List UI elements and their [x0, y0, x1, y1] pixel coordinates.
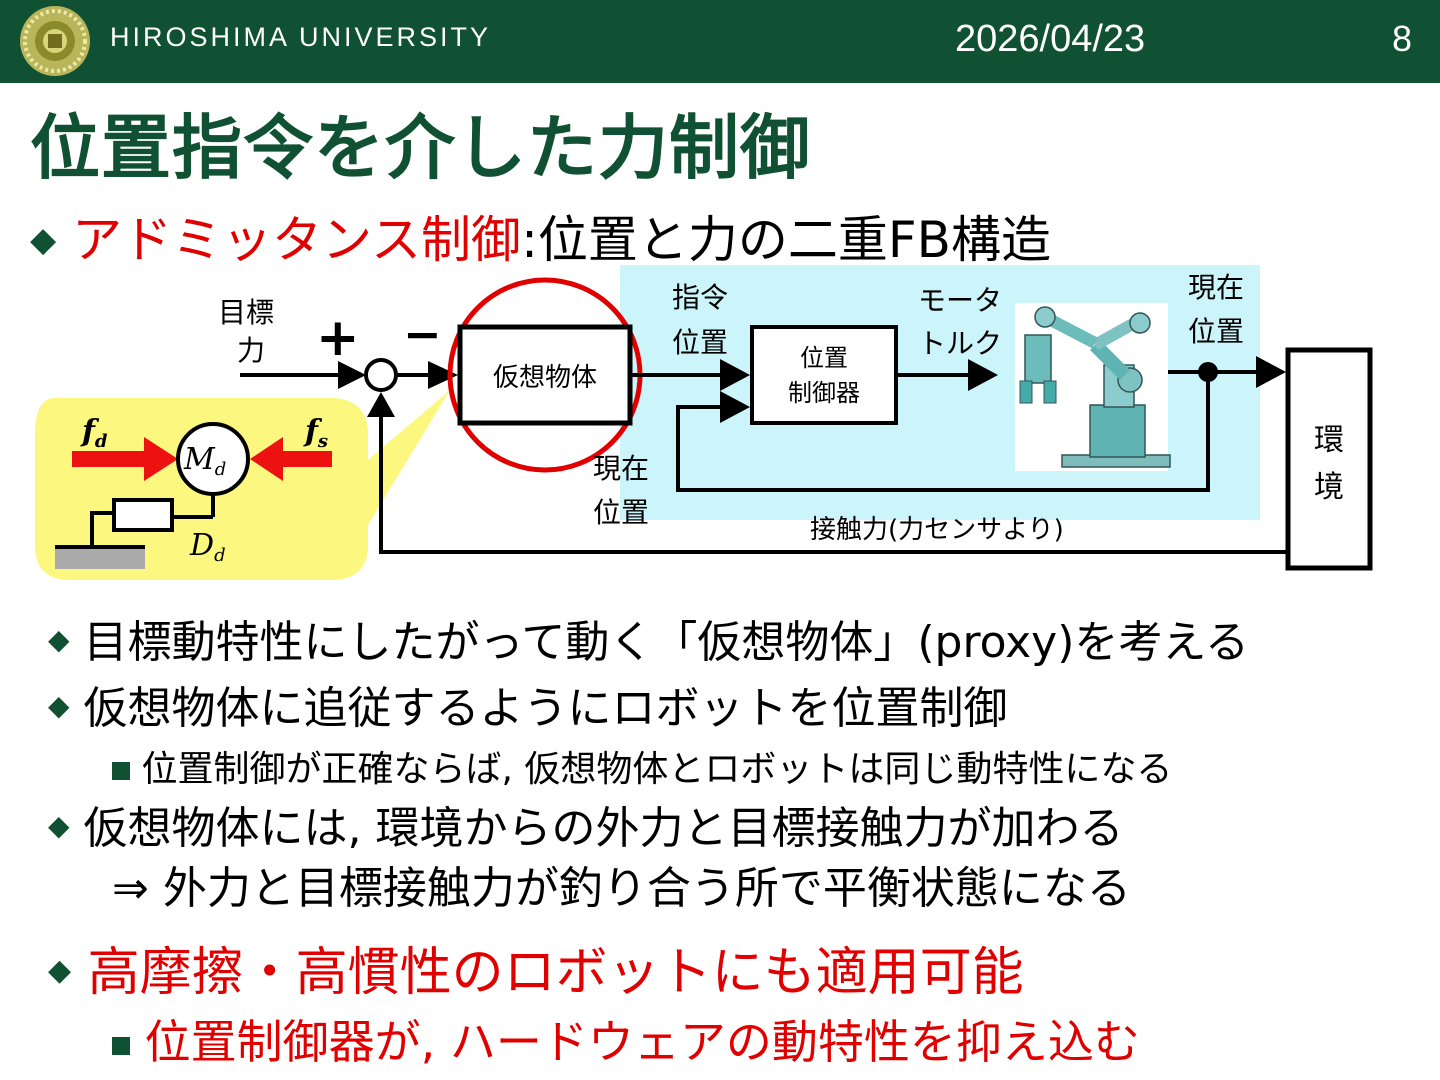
virtual-object-block	[457, 324, 633, 426]
main-point-rest: :位置と力の二重FB構造	[521, 211, 1051, 269]
header-bar: HIROSHIMA UNIVERSITY 2026/04/23 8	[0, 0, 1440, 83]
university-name: HIROSHIMA UNIVERSITY	[110, 22, 492, 52]
red-bullet: ◆ 高摩擦・高慣性のロボットにも適用可能	[48, 930, 1024, 1005]
outer-feedback-arrow-head	[367, 392, 395, 417]
motor-label-1: モータ	[918, 284, 1002, 317]
robot-arm-image	[1015, 303, 1171, 471]
environment-label-2: 境	[1314, 470, 1344, 505]
square-bullet-icon	[112, 762, 130, 780]
university-logo	[20, 6, 90, 76]
minus-sign: −	[403, 307, 442, 361]
red-bullet-sub-text: 位置制御器が, ハードウェアの動特性を抑え込む	[144, 1015, 1140, 1069]
red-bullet-sub: 位置制御器が, ハードウェアの動特性を抑え込む	[112, 1006, 1140, 1072]
position-controller-block	[750, 325, 898, 425]
cur-pos-fb-label-2: 位置	[593, 496, 649, 529]
input-label-2: 力	[237, 334, 265, 367]
red-bullet-text: 高摩擦・高慣性のロボットにも適用可能	[87, 943, 1024, 1003]
bullet-3-continuation: ⇒ 外力と目標接触力が釣り合う所で平衡状態になる	[112, 863, 1131, 914]
fd-force-arrow-icon	[72, 451, 147, 467]
pos-ctrl-label-1: 位置	[800, 344, 848, 372]
bullet-3-text: 仮想物体には, 環境からの外力と目標接触力が加わる	[83, 803, 1124, 854]
mass-label: Md	[183, 442, 226, 480]
cur-pos-top-label-1: 現在	[1188, 271, 1244, 304]
contact-force-label: 接触力(力センサより)	[810, 515, 1064, 545]
junction-out-arrow	[428, 361, 458, 389]
damper-body	[112, 498, 174, 532]
slide-date: 2026/04/23	[955, 18, 1146, 60]
diamond-bullet-icon: ◆	[48, 689, 70, 722]
inset-pointer	[368, 390, 450, 525]
plus-sign: +	[316, 308, 360, 368]
bullet-2-text: 仮想物体に追従するようにロボットを位置制御	[83, 683, 1008, 734]
environment-block	[1285, 347, 1373, 571]
slide-title: 位置指令を介した力制御	[30, 107, 811, 189]
torque-arrow-head	[968, 359, 998, 391]
pos-ctrl-label-2: 制御器	[788, 379, 860, 407]
input-arrow-head	[338, 361, 366, 389]
ground-hatch	[55, 549, 145, 569]
diamond-bullet-icon: ◆	[30, 220, 57, 260]
cur-pos-fb-label-1: 現在	[593, 452, 649, 485]
bullet-2-sub: 位置制御が正確ならば, 仮想物体とロボットは同じ動特性になる	[112, 740, 1172, 792]
main-point-highlight: アドミッタンス制御	[72, 211, 522, 269]
main-point: ◆ アドミッタンス制御:位置と力の二重FB構造	[30, 200, 1051, 272]
diamond-bullet-icon: ◆	[48, 809, 70, 842]
cur-pos-top-label-2: 位置	[1188, 315, 1244, 348]
bullet-1: ◆ 目標動特性にしたがって動く「仮想物体」(proxy)を考える	[48, 606, 1249, 670]
page-number: 8	[1392, 18, 1413, 59]
mass-damper-model: fd fs Md Dd	[55, 414, 332, 569]
square-bullet-icon	[112, 1036, 130, 1055]
motor-label-2: トルク	[918, 327, 1002, 360]
output-arrow-head	[1256, 356, 1286, 388]
virtual-object-label: 仮想物体	[493, 363, 597, 393]
input-label-1: 目標	[218, 296, 274, 329]
inner-feedback-arrow-head	[720, 391, 750, 423]
cmd-pos-label-2: 位置	[672, 326, 728, 359]
outer-feedback-line	[379, 405, 1288, 554]
bullet-2-sub-text: 位置制御が正確ならば, 仮想物体とロボットは同じ動特性になる	[141, 749, 1173, 790]
command-arrow-head	[720, 359, 750, 391]
summing-junction	[364, 358, 398, 392]
cmd-pos-label-1: 指令	[672, 281, 728, 314]
admittance-block-diagram: 目標 力 + − 仮想物体 指令 位置 位置 制御器 モータ トルク	[35, 265, 1373, 580]
diamond-bullet-icon: ◆	[48, 623, 70, 656]
bullet-2: ◆ 仮想物体に追従するようにロボットを位置制御	[48, 672, 1008, 736]
bullet-1-text: 目標動特性にしたがって動く「仮想物体」(proxy)を考える	[83, 617, 1250, 668]
damper-label: Dd	[189, 528, 226, 566]
bullet-3: ◆ 仮想物体には, 環境からの外力と目標接触力が加わる	[48, 792, 1124, 856]
environment-label-1: 環	[1314, 423, 1344, 458]
diamond-bullet-icon: ◆	[48, 953, 72, 988]
inner-feedback-line	[676, 372, 1210, 492]
fs-force-arrow-icon	[280, 451, 332, 467]
